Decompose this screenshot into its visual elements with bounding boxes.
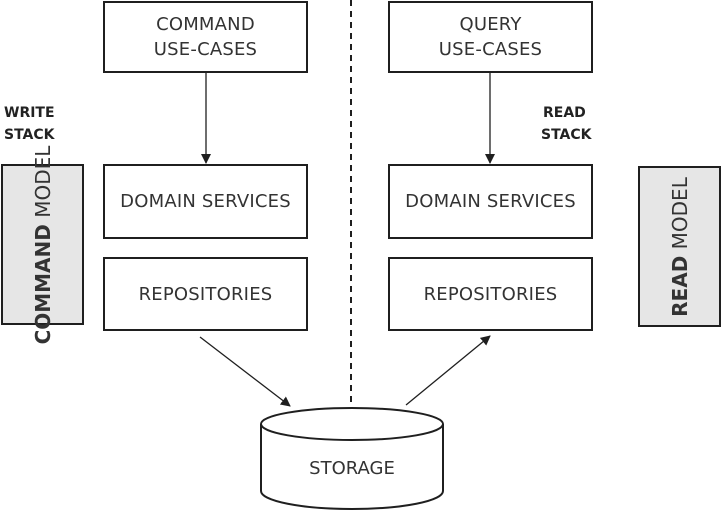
read-stack-label-line2: STACK (541, 127, 592, 143)
read-domain-services-box: DOMAIN SERVICES (388, 164, 593, 239)
read-model-label-light: MODEL (667, 176, 692, 249)
command-model-box: COMMAND MODEL (1, 145, 84, 344)
read-repositories-box: REPOSITORIES (388, 257, 593, 331)
command-model-label-light: MODEL (30, 145, 55, 218)
write-domain-services-label: DOMAIN SERVICES (120, 191, 291, 212)
read-stack-label-line1: READ (543, 105, 586, 121)
read-domain-services-label: DOMAIN SERVICES (405, 191, 576, 212)
storage-label: STORAGE (309, 458, 395, 479)
query-use-cases-box: QUERY USE-CASES (388, 1, 593, 73)
storage-cylinder (260, 407, 444, 510)
write-stack-label: WRITE STACK (4, 102, 55, 146)
write-repositories-box: REPOSITORIES (103, 257, 308, 331)
storage-to-read-repo-arrow (405, 335, 491, 406)
read-model-box: READ MODEL (638, 166, 721, 327)
read-model-label-strong: READ (667, 255, 692, 317)
write-stack-label-line1: WRITE (4, 105, 55, 121)
read-model-label: READ MODEL (668, 177, 692, 317)
command-use-cases-line1: COMMAND (156, 14, 255, 35)
command-use-cases-box: COMMAND USE-CASES (103, 1, 308, 73)
command-use-cases-text: COMMAND USE-CASES (154, 12, 257, 62)
write-stack-label-line2: STACK (4, 127, 55, 143)
command-model-label-strong: COMMAND (30, 223, 55, 344)
write-repo-to-storage-arrow (199, 336, 291, 407)
command-model-label: COMMAND MODEL (31, 145, 55, 344)
read-repositories-label: REPOSITORIES (423, 283, 558, 305)
read-stack-label: READ STACK (541, 102, 592, 146)
write-domain-services-box: DOMAIN SERVICES (103, 164, 308, 239)
query-use-cases-line1: QUERY (459, 14, 522, 35)
query-use-cases-line2: USE-CASES (438, 39, 543, 60)
write-repositories-label: REPOSITORIES (138, 283, 273, 305)
command-use-cases-line2: USE-CASES (153, 39, 258, 60)
query-use-cases-text: QUERY USE-CASES (439, 12, 542, 62)
